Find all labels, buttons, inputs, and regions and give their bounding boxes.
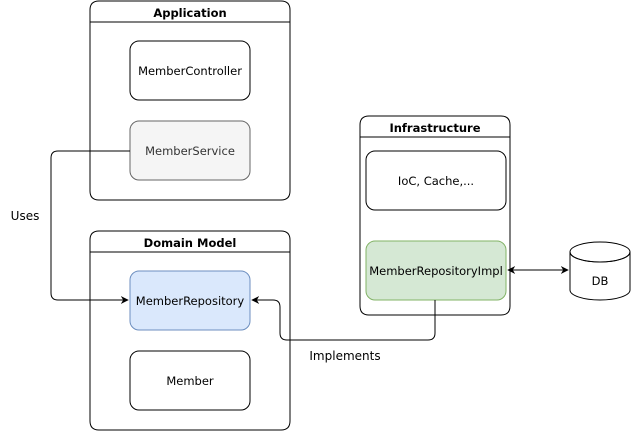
db-label: DB [592, 274, 609, 288]
ioc-cache-node[interactable]: IoC, Cache,... [365, 150, 507, 211]
member-label: Member [166, 374, 214, 388]
domain-model-container: Domain Model [89, 230, 291, 431]
uses-edge: Uses [11, 150, 130, 304]
application-title: Application [153, 6, 226, 20]
domain-model-title: Domain Model [144, 236, 237, 250]
application-container: Application [89, 0, 291, 201]
member-controller-label: MemberController [138, 64, 242, 78]
member-node[interactable]: Member [129, 350, 251, 411]
member-repository-label: MemberRepository [136, 294, 245, 308]
implements-edge: Implements [251, 296, 436, 363]
member-repository-impl-label: MemberRepositoryImpl [369, 264, 503, 278]
uses-label: Uses [11, 209, 40, 223]
member-service-node[interactable]: MemberService [129, 120, 251, 181]
ioc-cache-label: IoC, Cache,... [398, 174, 474, 188]
member-controller-node[interactable]: MemberController [129, 40, 251, 101]
member-repository-impl-node[interactable]: MemberRepositoryImpl [365, 240, 507, 301]
implements-label: Implements [309, 349, 380, 363]
db-node[interactable]: DB [569, 241, 631, 301]
member-repository-node[interactable]: MemberRepository [129, 270, 251, 331]
infrastructure-title: Infrastructure [389, 121, 480, 135]
member-service-label: MemberService [145, 144, 235, 158]
